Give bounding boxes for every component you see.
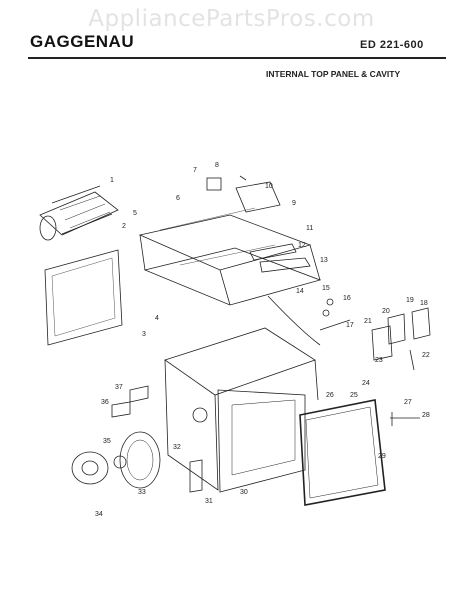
callout-31: 31: [205, 498, 213, 505]
callout-4: 4: [155, 315, 159, 322]
callout-22: 22: [422, 352, 430, 359]
callout-15: 15: [322, 285, 330, 292]
callout-19: 19: [406, 297, 414, 304]
callout-36: 36: [101, 399, 109, 406]
callout-3: 3: [142, 331, 146, 338]
part-right-brackets: [371, 307, 431, 371]
part-fan-assembly: [71, 431, 161, 489]
callout-1: 1: [110, 177, 114, 184]
callout-27: 27: [404, 399, 412, 406]
part-rear-bracket: [189, 459, 203, 493]
callout-18: 18: [420, 300, 428, 307]
part-side-panel: [44, 249, 123, 346]
watermark-text: AppliancePartsPros.com: [88, 6, 375, 32]
part-switch-bracket: [206, 175, 281, 213]
header-rule: [28, 57, 446, 59]
callout-16: 16: [343, 295, 351, 302]
model-number: ED 221-600: [360, 39, 424, 51]
callout-6: 6: [176, 195, 180, 202]
callout-28: 28: [422, 412, 430, 419]
callout-9: 9: [292, 200, 296, 207]
part-cover-plates: [111, 385, 149, 418]
callout-5: 5: [133, 210, 137, 217]
brand-logo: GAGGENAU: [30, 32, 135, 51]
part-heater-roll: [39, 185, 119, 241]
part-door-gasket: [299, 399, 386, 506]
callout-13: 13: [320, 257, 328, 264]
callout-2: 2: [122, 223, 126, 230]
callout-25: 25: [350, 392, 358, 399]
callout-30: 30: [240, 489, 248, 496]
callout-35: 35: [103, 438, 111, 445]
callout-32: 32: [173, 444, 181, 451]
callout-14: 14: [296, 288, 304, 295]
callout-34: 34: [95, 511, 103, 518]
callout-33: 33: [138, 489, 146, 496]
callout-12: 12: [298, 242, 306, 249]
diagram-title: INTERNAL TOP PANEL & CAVITY: [266, 69, 401, 79]
callout-29: 29: [378, 453, 386, 460]
callout-23: 23: [375, 357, 383, 364]
part-top-frame: [138, 207, 322, 306]
callout-26: 26: [326, 392, 334, 399]
callout-10: 10: [265, 183, 273, 190]
callout-37: 37: [115, 384, 123, 391]
callout-17: 17: [346, 322, 354, 329]
callout-21: 21: [364, 318, 372, 325]
part-heating-coil: [249, 243, 311, 273]
part-probe: [267, 295, 351, 346]
callout-7: 7: [193, 167, 197, 174]
callout-8: 8: [215, 162, 219, 169]
part-handle: [390, 412, 420, 426]
part-oven-cavity: [164, 327, 319, 493]
callout-11: 11: [306, 225, 313, 232]
callout-24: 24: [362, 380, 370, 387]
callout-20: 20: [382, 308, 390, 315]
